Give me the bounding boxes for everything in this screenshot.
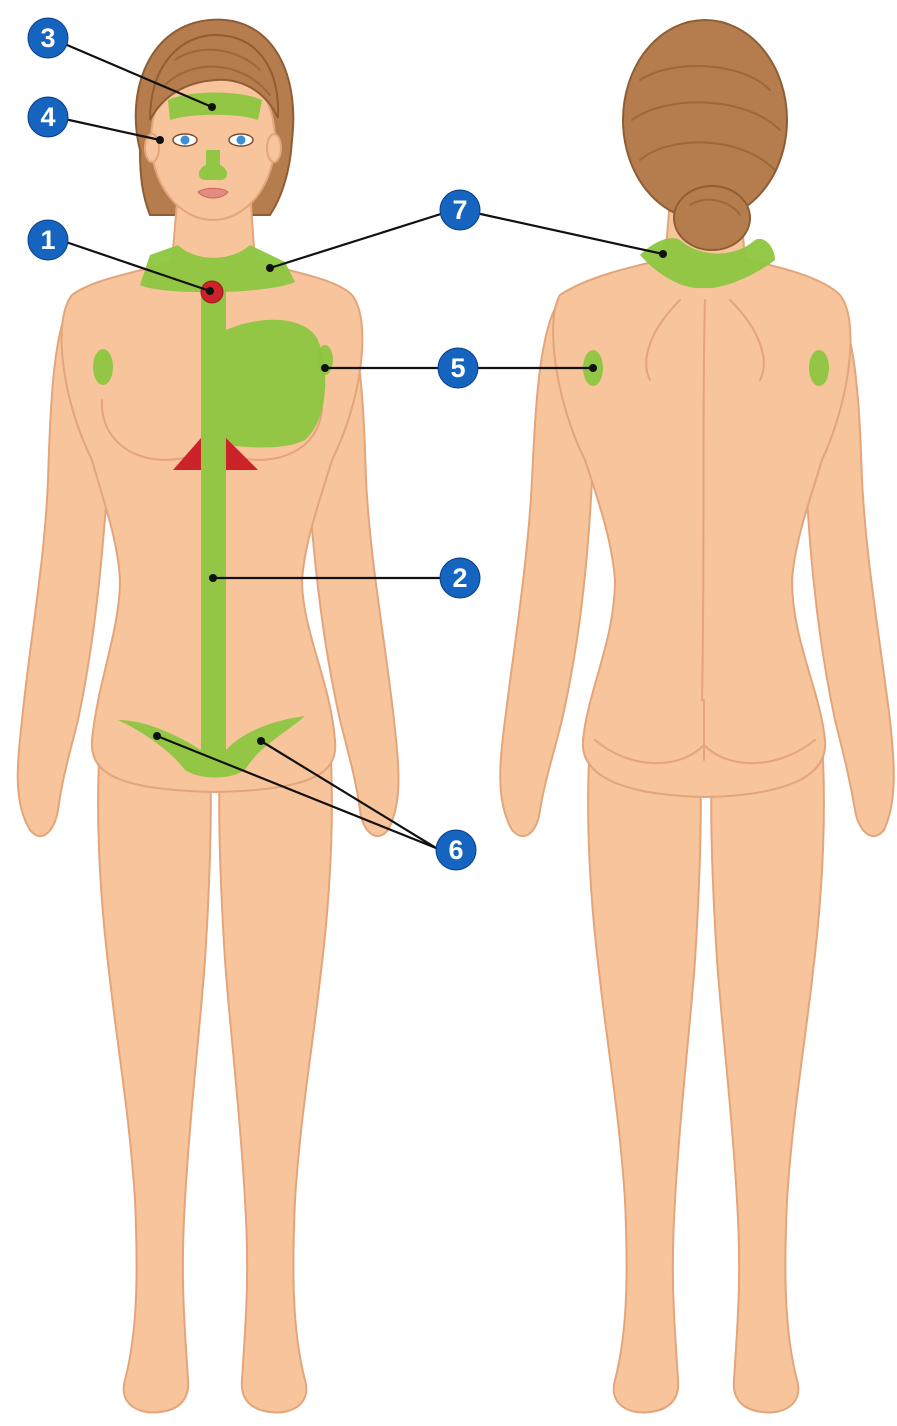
marker-4: 4 xyxy=(28,97,68,137)
front-right-ear xyxy=(267,134,281,162)
marker-5: 5 xyxy=(438,348,478,388)
marker-3-label: 3 xyxy=(40,23,55,53)
back-right-leg xyxy=(711,740,824,1413)
front-left-leg xyxy=(98,740,211,1413)
leader-5a-dot xyxy=(321,364,329,372)
marker-7: 7 xyxy=(440,190,480,230)
marker-1-label: 1 xyxy=(40,225,55,255)
leader-6b-dot xyxy=(257,737,265,745)
marker-6-label: 6 xyxy=(448,835,463,865)
leader-3-dot xyxy=(208,103,216,111)
chest-zone xyxy=(226,320,325,448)
right-shoulder-zone-back xyxy=(809,350,829,386)
left-shoulder-zone-front xyxy=(93,349,113,385)
leader-7b xyxy=(476,213,663,254)
front-right-leg xyxy=(219,740,332,1413)
front-right-iris xyxy=(237,136,246,145)
leader-7b-dot xyxy=(659,250,667,258)
marker-3: 3 xyxy=(28,18,68,58)
leader-6a-dot xyxy=(153,732,161,740)
marker-1: 1 xyxy=(28,220,68,260)
front-left-iris xyxy=(181,136,190,145)
marker-6: 6 xyxy=(436,830,476,870)
leader-2-dot xyxy=(209,574,217,582)
marker-2-label: 2 xyxy=(452,563,467,593)
back-torso xyxy=(553,258,850,797)
back-figure xyxy=(500,20,894,1413)
leader-7a-dot xyxy=(266,264,274,272)
back-hair-bun xyxy=(674,186,750,250)
marker-5-label: 5 xyxy=(450,353,465,383)
midline-zone xyxy=(201,290,226,750)
leader-5b-dot xyxy=(589,364,597,372)
back-left-leg xyxy=(588,740,701,1413)
leader-4-dot xyxy=(156,136,164,144)
marker-2: 2 xyxy=(440,558,480,598)
leader-7a xyxy=(270,213,444,268)
marker-4-label: 4 xyxy=(40,102,55,132)
marker-7-label: 7 xyxy=(452,195,467,225)
leader-1-dot xyxy=(206,287,214,295)
